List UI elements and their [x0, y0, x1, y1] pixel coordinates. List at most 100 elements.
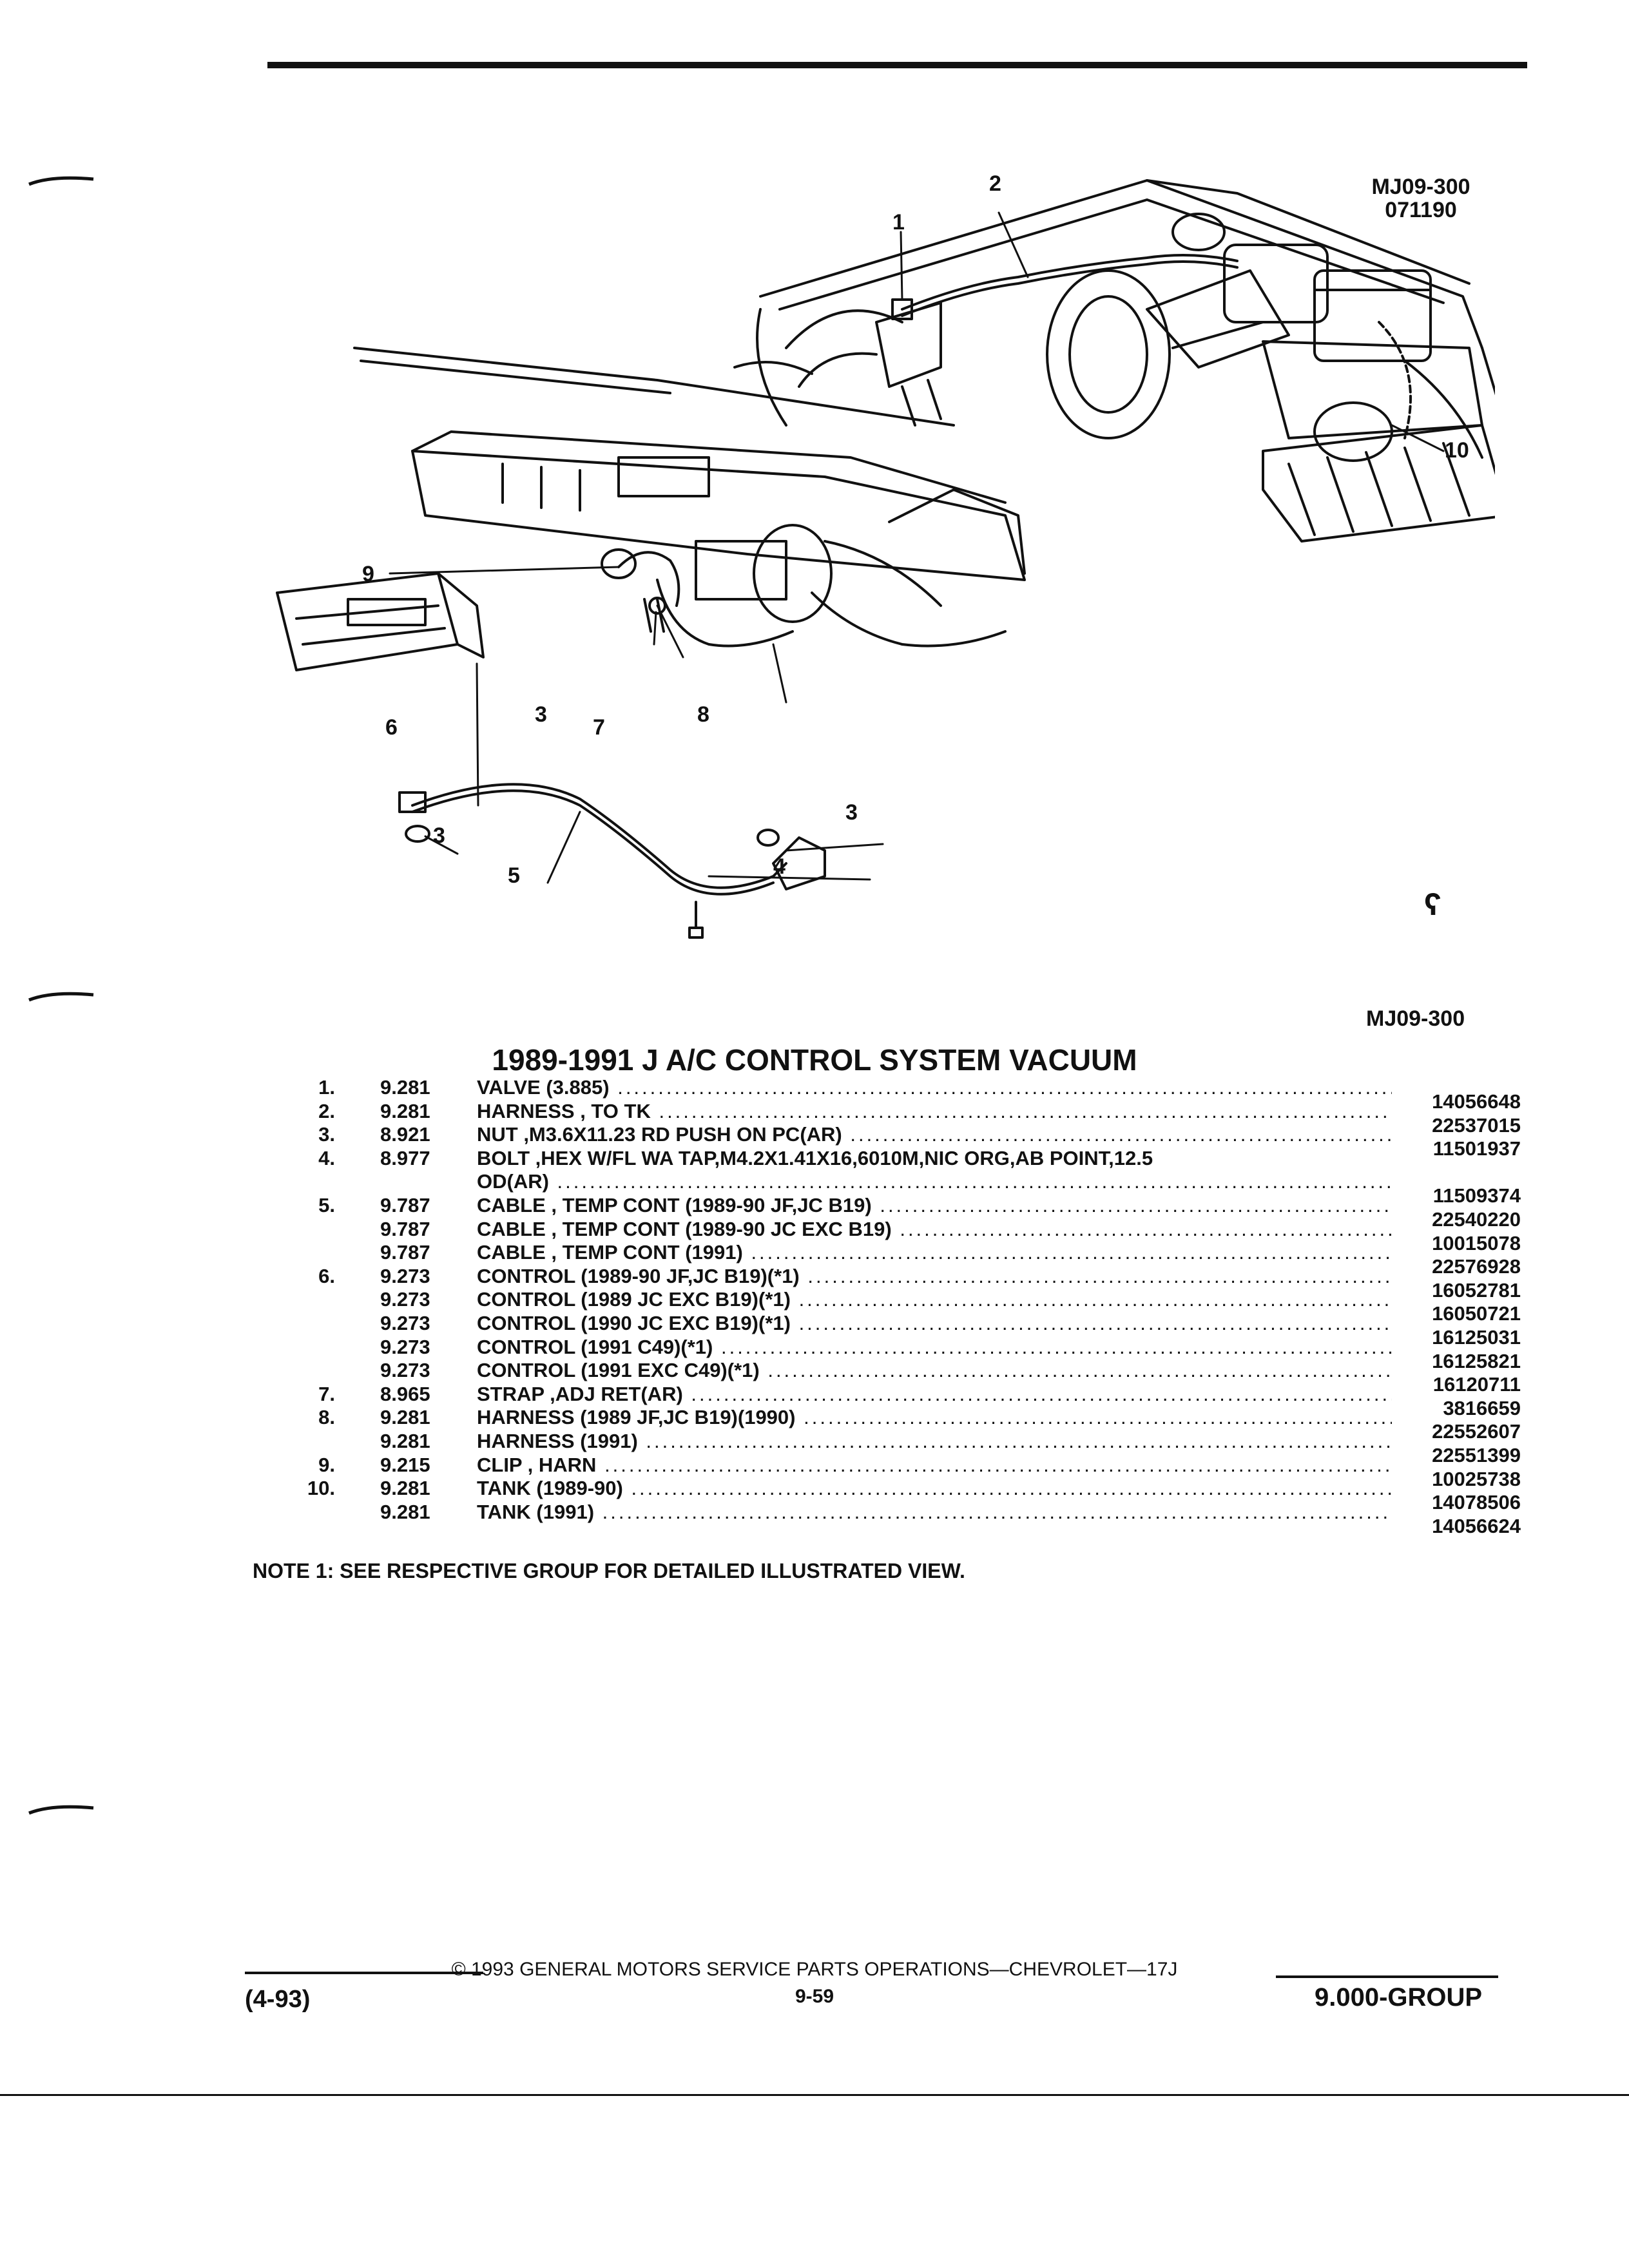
part-description-text: HARNESS (1989 JF,JC B19)(1990): [477, 1406, 796, 1429]
footer-rule-right: [1276, 1975, 1498, 1978]
part-number: 3816659: [1443, 1396, 1521, 1419]
part-number: 14056648: [1432, 1090, 1521, 1113]
leader-dots: ........................................…: [880, 1193, 1392, 1216]
item-number: 1.: [318, 1076, 335, 1099]
part-description-text: CABLE , TEMP CONT (1989-90 JF,JC B19): [477, 1193, 872, 1216]
part-description: HARNESS (1991) .........................…: [477, 1430, 1392, 1453]
engine-bay-drawing: [733, 179, 1495, 543]
footnote: NOTE 1: SEE RESPECTIVE GROUP FOR DETAILE…: [253, 1559, 965, 1582]
part-number: 14056624: [1432, 1514, 1521, 1537]
leader-dots: ........................................…: [659, 1099, 1392, 1122]
group-number: 9.273: [380, 1288, 430, 1311]
part-description: HARNESS (1989 JF,JC B19)(1990) .........…: [477, 1406, 1392, 1429]
part-description-text: CABLE , TEMP CONT (1989-90 JC EXC B19): [477, 1217, 892, 1240]
part-number: 22576928: [1432, 1255, 1521, 1278]
part-description: CONTROL (1989 JC EXC B19)(*1) ..........…: [477, 1288, 1392, 1311]
part-number: 16052781: [1432, 1278, 1521, 1302]
group-number: 9.281: [380, 1429, 430, 1452]
part-description: BOLT ,HEX W/FL WA TAP,M4.2X1.41X16,6010M…: [477, 1147, 1392, 1170]
group-number: 9.273: [380, 1359, 430, 1382]
part-description: CABLE , TEMP CONT (1991) ...............…: [477, 1241, 1392, 1264]
reference-code: MJ09-300: [1366, 1006, 1465, 1031]
logo-mark: ʕ: [1424, 888, 1441, 922]
leader-dots: ........................................…: [798, 1311, 1392, 1334]
part-number: 22551399: [1432, 1443, 1521, 1466]
part-description: CONTROL (1991 EXC C49)(*1) .............…: [477, 1359, 1392, 1382]
item-number: 8.: [318, 1406, 335, 1429]
part-description-text: TANK (1989-90): [477, 1477, 623, 1500]
part-description: CABLE , TEMP CONT (1989-90 JF,JC B19) ..…: [477, 1194, 1392, 1217]
part-description-text: CABLE , TEMP CONT (1991): [477, 1241, 743, 1264]
callout-3-lower-right: 3: [845, 800, 858, 825]
part-number: 16125821: [1432, 1349, 1521, 1372]
leader-dots: ........................................…: [798, 1288, 1392, 1311]
part-number: 14078506: [1432, 1491, 1521, 1514]
callout-leaders: [389, 211, 1445, 884]
group-number: 9.281: [380, 1406, 430, 1429]
part-description-text: CONTROL (1989 JC EXC B19)(*1): [477, 1288, 791, 1311]
group-number: 9.787: [380, 1217, 430, 1240]
part-description-text: CLIP , HARN: [477, 1453, 597, 1476]
callout-4: 4: [773, 854, 786, 879]
parts-row: OD(AR) .................................…: [284, 1170, 1534, 1207]
callout-7: 7: [593, 715, 605, 740]
item-number: 9.: [318, 1453, 335, 1476]
group-number: 9.787: [380, 1241, 430, 1264]
leader-dots: ........................................…: [602, 1500, 1392, 1523]
group-number: 9.281: [380, 1099, 430, 1122]
leader-dots: ........................................…: [557, 1170, 1392, 1193]
part-description-text: CONTROL (1990 JC EXC B19)(*1): [477, 1311, 791, 1334]
part-description-text: OD(AR): [477, 1170, 549, 1193]
part-description: OD(AR) .................................…: [477, 1170, 1392, 1193]
item-number: 6.: [318, 1264, 335, 1287]
part-description: NUT ,M3.6X11.23 RD PUSH ON PC(AR) ......…: [477, 1123, 1392, 1146]
part-description: HARNESS , TO TK ........................…: [477, 1100, 1392, 1123]
part-description: CABLE , TEMP CONT (1989-90 JC EXC B19) .…: [477, 1218, 1392, 1241]
margin-mark: [28, 176, 94, 186]
page-title: 1989-1991 J A/C CONTROL SYSTEM VACUUM: [492, 1043, 1137, 1077]
group-number: 9.273: [380, 1335, 430, 1358]
group-number: 9.273: [380, 1264, 430, 1287]
illustration-code: MJ09-300 071190: [1347, 175, 1495, 222]
group-number: 9.281: [380, 1076, 430, 1099]
parts-row: 6. 9.273 CONTROL (1989-90 JF,JC B19)(*1) .…: [284, 1264, 1534, 1302]
item-number: 7.: [318, 1382, 335, 1405]
parts-row: 9.273 CONTROL (1991 EXC C49)(*1) ........…: [284, 1359, 1534, 1396]
callout-3: 3: [535, 702, 547, 727]
part-number: 16050721: [1432, 1302, 1521, 1325]
parts-row: 9.273 CONTROL (1989 JC EXC B19)(*1) .....…: [284, 1288, 1534, 1325]
part-number: 16125031: [1432, 1325, 1521, 1349]
part-description: TANK (1989-90) .........................…: [477, 1477, 1392, 1500]
callout-9: 9: [362, 562, 374, 586]
footer-rule-left: [245, 1972, 483, 1974]
leader-dots: ........................................…: [631, 1477, 1392, 1500]
callout-6: 6: [385, 715, 398, 740]
part-description: STRAP ,ADJ RET(AR) .....................…: [477, 1383, 1392, 1406]
part-description-text: HARNESS , TO TK: [477, 1099, 651, 1122]
top-rule: [267, 62, 1527, 68]
part-number: 16120711: [1432, 1373, 1521, 1396]
group-number: 9.281: [380, 1477, 430, 1500]
part-description: CONTROL (1989-90 JF,JC B19)(*1) ........…: [477, 1265, 1392, 1288]
exploded-illustration: 2 1 10 9 3 7 8 6 3 5 3 4 ʕ: [276, 171, 1495, 939]
callout-2: 2: [989, 171, 1001, 196]
margin-mark: [28, 992, 94, 1002]
group-number: 8.921: [380, 1123, 430, 1146]
part-number: 10015078: [1432, 1231, 1521, 1254]
parts-row: 9.281 HARNESS (1991) ....................…: [284, 1429, 1534, 1466]
illustration-code-line2: 071190: [1385, 198, 1457, 222]
parts-row: 9.273 CONTROL (1990 JC EXC B19)(*1) .....…: [284, 1311, 1534, 1349]
margin-mark: [28, 1805, 94, 1815]
part-description-text: CONTROL (1991 C49)(*1): [477, 1335, 713, 1358]
part-description: TANK (1991) ............................…: [477, 1501, 1392, 1524]
group-number: 9.273: [380, 1311, 430, 1334]
parts-row: 9.787 CABLE , TEMP CONT (1989-90 JC EXC B…: [284, 1217, 1534, 1254]
parts-row: 9.787 CABLE , TEMP CONT (1991) ..........…: [284, 1241, 1534, 1278]
leader-dots: ........................................…: [691, 1382, 1392, 1405]
leader-dots: ........................................…: [767, 1359, 1392, 1382]
